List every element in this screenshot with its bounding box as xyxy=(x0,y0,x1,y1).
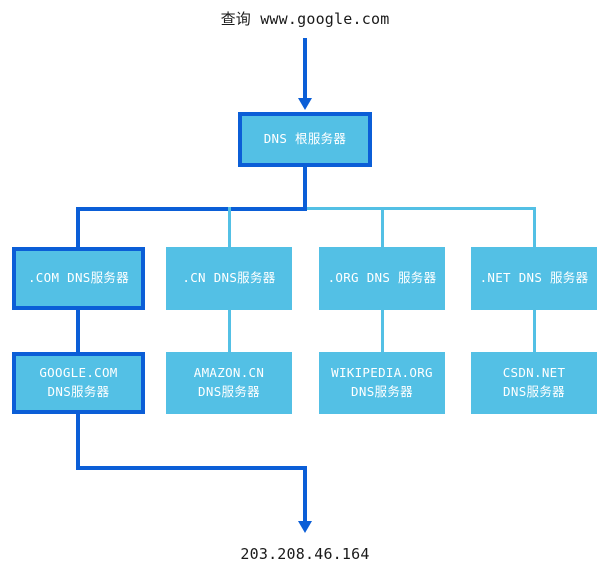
node-auth-amazon-cn[interactable]: AMAZON.CN DNS服务器 xyxy=(166,352,292,414)
answer-path-drop xyxy=(303,466,307,524)
bus-drop-cn xyxy=(228,207,231,249)
node-label: .CN DNS服务器 xyxy=(182,270,276,286)
node-label: DNS 根服务器 xyxy=(263,131,347,147)
node-auth-csdn-net[interactable]: CSDN.NET DNS服务器 xyxy=(471,352,597,414)
stub-com-to-google xyxy=(76,310,80,352)
root-stem xyxy=(303,167,307,209)
node-label: .NET DNS 服务器 xyxy=(479,270,589,286)
bus-drop-com xyxy=(76,207,80,249)
node-auth-wikipedia-org[interactable]: WIKIPEDIA.ORG DNS服务器 xyxy=(319,352,445,414)
bus-drop-net xyxy=(533,207,536,249)
node-label-line1: CSDN.NET xyxy=(502,365,566,381)
node-label: .COM DNS服务器 xyxy=(27,270,129,286)
answer-path-down xyxy=(76,414,80,470)
answer-arrow-head xyxy=(298,521,312,533)
bus-segment-normal xyxy=(307,207,534,210)
resolved-ip-label: 203.208.46.164 xyxy=(240,545,370,563)
stub-net-to-csdn xyxy=(533,310,536,352)
node-tld-com[interactable]: .COM DNS服务器 xyxy=(12,247,145,310)
node-label-line2: DNS服务器 xyxy=(47,384,110,399)
query-label: 查询 www.google.com xyxy=(220,10,390,28)
node-tld-cn[interactable]: .CN DNS服务器 xyxy=(166,247,292,310)
stub-org-to-wikipedia xyxy=(381,310,384,352)
node-label-line1: WIKIPEDIA.ORG xyxy=(331,365,433,381)
node-tld-org[interactable]: .ORG DNS 服务器 xyxy=(319,247,445,310)
query-arrow-head xyxy=(298,98,312,110)
node-label-line2: DNS服务器 xyxy=(351,384,413,399)
bus-segment-highlighted xyxy=(76,207,307,211)
node-label: .ORG DNS 服务器 xyxy=(327,270,437,286)
node-tld-net[interactable]: .NET DNS 服务器 xyxy=(471,247,597,310)
stub-cn-to-amazon xyxy=(228,310,231,352)
bus-drop-org xyxy=(381,207,384,249)
node-label-line1: AMAZON.CN xyxy=(193,365,265,381)
node-dns-root[interactable]: DNS 根服务器 xyxy=(238,112,372,167)
answer-path-across xyxy=(76,466,307,470)
node-label-line1: GOOGLE.COM xyxy=(39,365,118,381)
query-arrow-shaft xyxy=(303,38,307,100)
node-label-line2: DNS服务器 xyxy=(503,384,565,399)
node-auth-google-com[interactable]: GOOGLE.COM DNS服务器 xyxy=(12,352,145,414)
node-label-line2: DNS服务器 xyxy=(198,384,260,399)
